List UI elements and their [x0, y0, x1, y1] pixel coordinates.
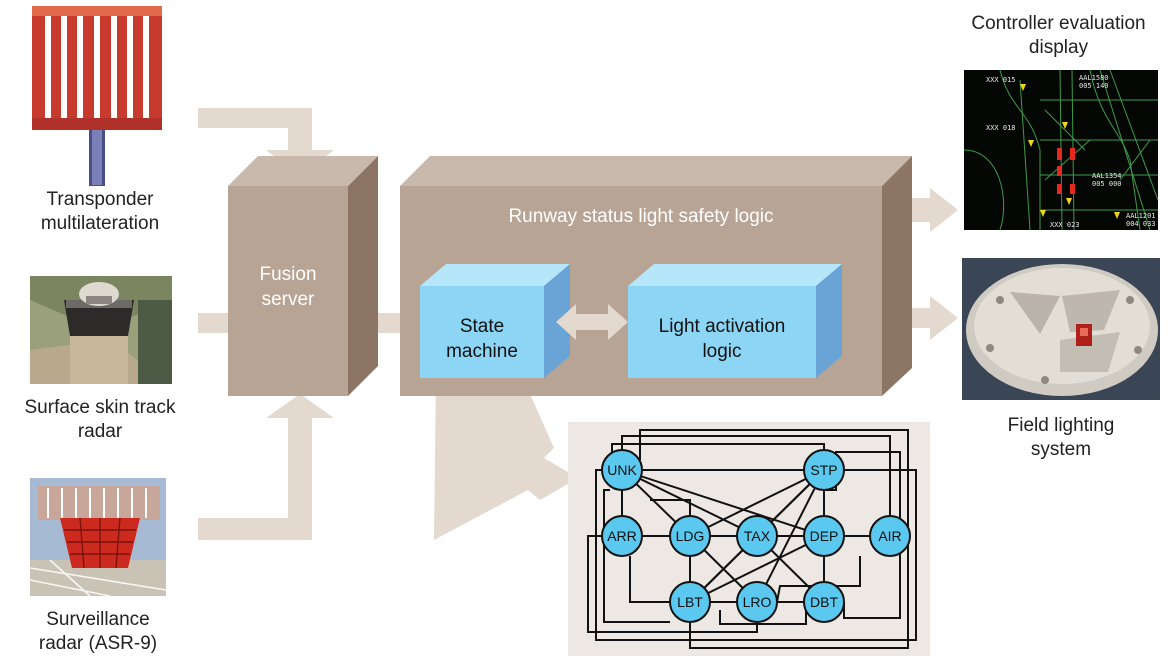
graph-node: UNK: [601, 449, 643, 491]
graph-edge: [621, 469, 758, 537]
label-line: machine: [446, 341, 518, 362]
graph-edge: [689, 469, 825, 537]
label-surface-radar: Surface skin track radar: [0, 396, 200, 444]
graph-node: DEP: [803, 515, 845, 557]
graph-node-label: AIR: [878, 528, 901, 544]
label-line: radar: [77, 421, 123, 442]
bidirectional-arrow: [556, 304, 628, 340]
svg-text:004 033: 004 033: [1126, 220, 1156, 228]
svg-text:XXX 023: XXX 023: [1050, 221, 1080, 229]
label-line: Runway status light safety logic: [508, 206, 774, 227]
label-line: Fusion: [259, 264, 317, 285]
surveillance-radar-photo: [29, 478, 167, 597]
label-line: multilateration: [40, 213, 160, 234]
label-line: Controller evaluation: [971, 13, 1146, 34]
arrow-surface-to-fusion: [198, 313, 232, 333]
state-machine-label: State machine: [420, 314, 544, 364]
state-machine-box: [420, 264, 570, 378]
label-line: display: [1028, 37, 1089, 58]
fusion-server-box: [228, 156, 378, 396]
graph-node-label: LDG: [676, 528, 705, 544]
graph-route-line: [587, 535, 758, 633]
graph-edge: [689, 535, 825, 603]
graph-node-label: ARR: [607, 528, 637, 544]
graph-route-line: [611, 443, 825, 452]
label-surveillance-radar: Surveillance radar (ASR-9): [10, 608, 186, 656]
graph-node-circle: [736, 581, 778, 623]
graph-route-line: [603, 489, 670, 623]
graph-node: ARR: [601, 515, 643, 557]
label-line: Transponder: [46, 189, 154, 210]
graph-route-line: [824, 451, 901, 619]
label-line: State: [459, 316, 505, 337]
svg-text:005 140: 005 140: [1079, 82, 1109, 90]
label-line: logic: [702, 341, 742, 362]
controller-display: XXX 015 AAL1580 005 140 XXX 018 AAL1354 …: [963, 69, 1159, 231]
label-line: Surface skin track: [24, 397, 176, 418]
graph-node-circle: [803, 515, 845, 557]
graph-node-circle: [601, 449, 643, 491]
graph-node-circle: [669, 581, 711, 623]
graph-node: DBT: [803, 581, 845, 623]
graph-node: LRO: [736, 581, 778, 623]
graph-node-label: UNK: [607, 462, 637, 478]
label-line: system: [1030, 439, 1092, 460]
svg-text:AAL1354: AAL1354: [1092, 172, 1122, 180]
graph-node-label: TAX: [744, 528, 771, 544]
graph-node-circle: [736, 515, 778, 557]
graph-node: TAX: [736, 515, 778, 557]
field-lighting-photo: [962, 258, 1160, 400]
label-field-lighting: Field lighting system: [966, 414, 1156, 462]
safety-logic-title: Runway status light safety logic: [400, 204, 882, 229]
graph-node: STP: [803, 449, 845, 491]
graph-node-label: DEP: [810, 528, 839, 544]
graph-node: LBT: [669, 581, 711, 623]
label-controller-display: Controller evaluation display: [946, 12, 1171, 60]
label-line: Field lighting: [1007, 415, 1115, 436]
graph-node-label: LRO: [743, 594, 772, 610]
graph-node-circle: [803, 449, 845, 491]
svg-text:AAL1580: AAL1580: [1079, 74, 1109, 82]
graph-node-circle: [803, 581, 845, 623]
graph-route-line: [595, 469, 917, 641]
graph-edge: [621, 469, 825, 537]
label-line: Light activation: [658, 316, 786, 337]
graph-route-line: [719, 602, 807, 625]
graph-node-circle: [669, 515, 711, 557]
graph-node-label: STP: [810, 462, 837, 478]
label-line: radar (ASR-9): [38, 633, 158, 654]
graph-node-label: DBT: [810, 594, 838, 610]
light-activation-box: [628, 264, 842, 378]
arrow-state-to-graph: [434, 376, 578, 540]
graph-node: AIR: [869, 515, 911, 557]
label-transponder: Transponder multilateration: [12, 188, 188, 236]
svg-text:XXX 015: XXX 015: [986, 76, 1016, 84]
label-line: server: [261, 289, 315, 310]
arrow-to-field: [894, 296, 958, 340]
graph-node-circle: [601, 515, 643, 557]
fusion-server-label: Fusion server: [228, 262, 348, 312]
transponder-photo: [20, 0, 172, 188]
label-line: Surveillance: [46, 609, 150, 630]
svg-text:005 000: 005 000: [1092, 180, 1122, 188]
graph-route-line: [650, 499, 691, 516]
graph-node-circle: [869, 515, 911, 557]
svg-text:AAL1201: AAL1201: [1126, 212, 1156, 220]
light-activation-label: Light activation logic: [628, 314, 816, 364]
graph-node: LDG: [669, 515, 711, 557]
arrow-surveillance-to-fusion: [198, 394, 334, 540]
surface-radar-photo: [30, 276, 172, 384]
svg-text:XXX 018: XXX 018: [986, 124, 1016, 132]
graph-route-line: [629, 556, 670, 603]
state-graph-panel: UNK STP ARR LDG TAX DEP AIR LBT LRO DBT: [568, 422, 930, 656]
graph-node-label: LBT: [677, 594, 703, 610]
